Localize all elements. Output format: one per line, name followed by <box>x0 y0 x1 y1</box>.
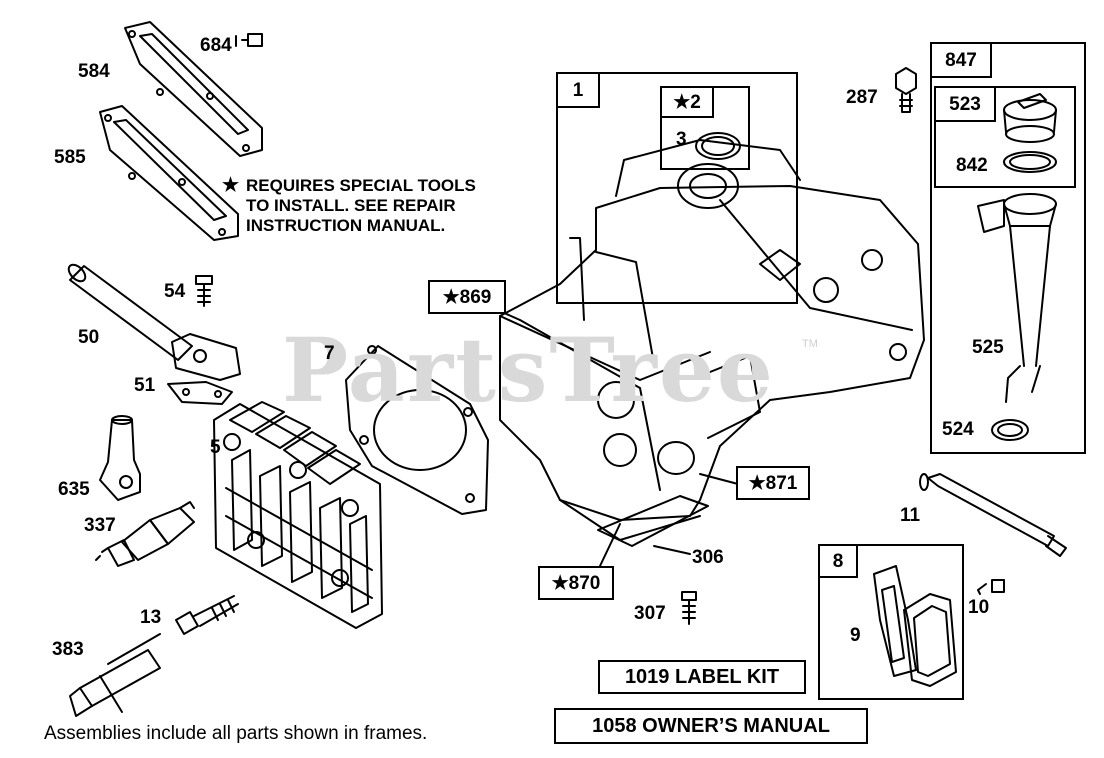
part-label-3[interactable]: 3 <box>676 129 687 150</box>
starred-part-869-tag[interactable]: ★869 <box>428 280 506 314</box>
part-label-585[interactable]: 585 <box>54 147 86 168</box>
frame-8-tag[interactable]: 8 <box>818 544 858 578</box>
part-label-11[interactable]: 11 <box>900 505 921 526</box>
part-524-o-ring-drawing <box>991 419 1029 441</box>
part-525-dipstick-tube-drawing <box>977 193 1057 403</box>
note-line-1: REQUIRES SPECIAL TOOLS <box>246 176 476 195</box>
part-11-tube-drawing <box>919 473 1067 557</box>
part-label-337[interactable]: 337 <box>84 515 116 536</box>
part-635-boot-drawing <box>99 415 141 501</box>
starred-part-870-tag[interactable]: ★870 <box>538 566 614 600</box>
frame-523-border <box>934 86 1076 188</box>
part-584-gasket-drawing <box>124 21 263 157</box>
part-337-spark-plug-drawing <box>95 501 195 567</box>
part-50-tube-drawing <box>67 263 193 361</box>
part-label-7[interactable]: 7 <box>324 343 335 364</box>
frame-847-tag[interactable]: 847 <box>930 42 992 78</box>
part-7-head-gasket-drawing <box>345 345 489 515</box>
part-13-bolt-drawing <box>175 595 239 635</box>
part-label-383[interactable]: 383 <box>52 639 84 660</box>
part-label-5[interactable]: 5 <box>210 437 221 458</box>
part-label-54[interactable]: 54 <box>164 281 186 302</box>
part-label-50[interactable]: 50 <box>78 327 100 348</box>
label-kit-box[interactable]: 1019 LABEL KIT <box>598 660 806 694</box>
part-label-635[interactable]: 635 <box>58 479 90 500</box>
part-287-bolt-drawing <box>895 67 917 113</box>
part-585-gasket-drawing <box>99 105 239 241</box>
part-307-bolt-drawing <box>681 591 697 625</box>
starred-part-2-tag[interactable]: ★2 <box>660 86 714 118</box>
part-3-seal-drawing <box>695 132 741 160</box>
part-9-gasket-drawing <box>873 565 957 687</box>
part-523-dipstick-cap-drawing <box>1003 93 1057 143</box>
part-label-306[interactable]: 306 <box>692 547 724 568</box>
frame-8-border <box>818 544 964 700</box>
starred-part-871-tag[interactable]: ★871 <box>736 466 810 500</box>
part-5-cylinder-head-drawing <box>213 401 383 629</box>
partstree-watermark: PartsTree <box>282 318 775 422</box>
note-line-3: INSTRUCTION MANUAL. <box>246 216 446 235</box>
frame-1-tag: 1 <box>556 72 600 108</box>
star-icon: ★ <box>222 175 240 196</box>
part-label-842[interactable]: 842 <box>956 155 988 176</box>
part-684-bolt-drawing <box>235 33 263 47</box>
frame-1-border <box>556 72 798 304</box>
note-line-2: TO INSTALL. SEE REPAIR <box>246 196 456 215</box>
owners-manual-box[interactable]: 1058 OWNER’S MANUAL <box>554 708 868 744</box>
part-label-524[interactable]: 524 <box>942 419 974 440</box>
part-306-gasket-drawing <box>597 495 709 547</box>
frame-523-tag[interactable]: 523 <box>934 86 996 122</box>
part-54-bolt-drawing <box>195 275 213 307</box>
special-tools-note: ★ REQUIRES SPECIAL TOOLS TO INSTALL. SEE … <box>222 176 476 236</box>
frame-847-border <box>930 42 1086 454</box>
assemblies-footnote: Assemblies include all parts shown in fr… <box>44 723 428 744</box>
part-label-525[interactable]: 525 <box>972 337 1004 358</box>
part-383-tool-drawing <box>69 633 161 717</box>
part-label-13[interactable]: 13 <box>140 607 162 628</box>
part-10-bolt-drawing <box>977 579 1005 595</box>
part-label-287[interactable]: 287 <box>846 87 878 108</box>
trademark-mark: TM <box>802 338 818 350</box>
part-label-10[interactable]: 10 <box>968 597 990 618</box>
part-label-307[interactable]: 307 <box>634 603 666 624</box>
part-842-o-ring-drawing <box>1003 151 1057 173</box>
part-label-684[interactable]: 684 <box>200 35 232 56</box>
part-label-51[interactable]: 51 <box>134 375 156 396</box>
part-label-9[interactable]: 9 <box>850 625 861 646</box>
part-51-breather-drawing <box>167 333 241 405</box>
part-label-584[interactable]: 584 <box>78 61 110 82</box>
